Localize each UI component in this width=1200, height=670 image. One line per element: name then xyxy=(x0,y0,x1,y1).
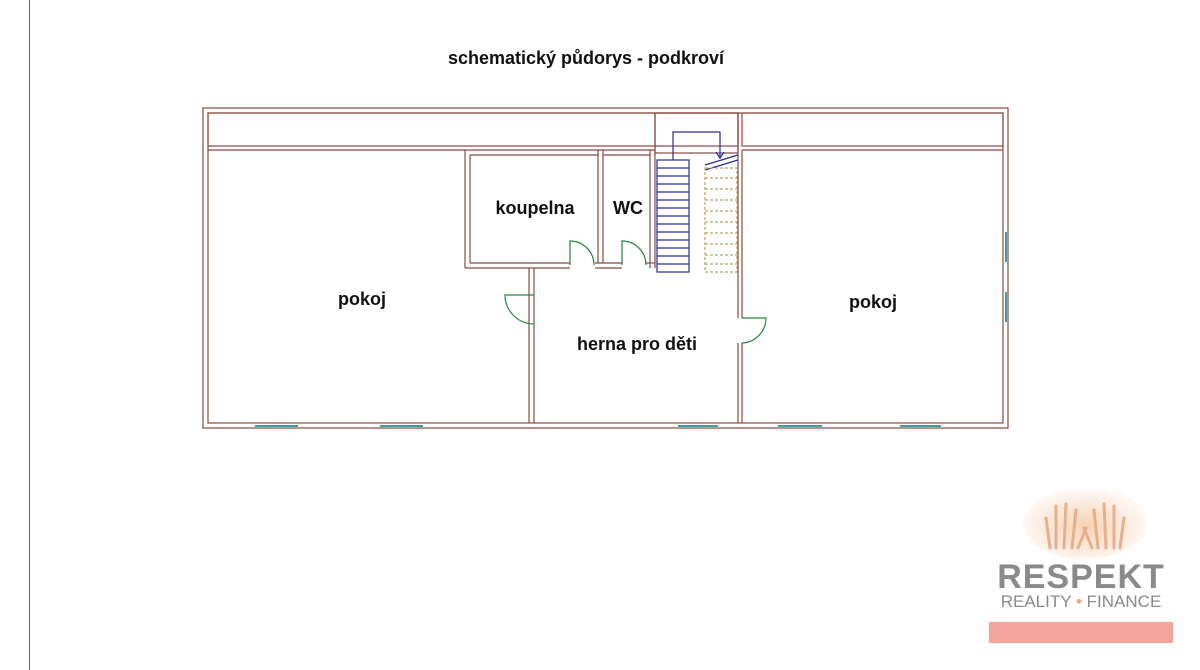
logo-tagline-finance: FINANCE xyxy=(1086,592,1162,611)
doors xyxy=(504,240,767,344)
logo-tagline: REALITY • FINANCE xyxy=(985,592,1177,612)
logo-tagline-reality: REALITY xyxy=(1000,592,1072,611)
logo-tagline-separator: • xyxy=(1075,592,1082,611)
logo-bar xyxy=(989,622,1173,643)
page-margin-line xyxy=(29,0,30,670)
outer-wall-outer xyxy=(202,107,1009,429)
stairs-down xyxy=(704,167,738,273)
room-label-wc: WC xyxy=(613,198,643,218)
hands-icon xyxy=(1023,487,1147,558)
room-label-pokoj-right: pokoj xyxy=(849,292,897,312)
top-strip-left xyxy=(207,112,739,147)
door-right-room xyxy=(741,317,767,344)
plan-title: schematický půdorys - podkroví xyxy=(447,48,725,68)
logo-name: RESPEKT xyxy=(997,558,1165,596)
respekt-logo: RESPEKT REALITY • FINANCE xyxy=(985,478,1177,648)
room-label-koupelna: koupelna xyxy=(495,198,575,218)
room-label-pokoj-left: pokoj xyxy=(338,289,386,309)
door-wc xyxy=(621,240,647,266)
walls xyxy=(202,107,1009,429)
room-label-herna: herna pro děti xyxy=(577,334,697,354)
stair-landing xyxy=(654,112,739,154)
stairs-up xyxy=(656,131,739,273)
stair-direction-arrow xyxy=(672,131,725,160)
top-strip-right xyxy=(741,112,1004,147)
door-bathroom xyxy=(569,240,595,266)
windows xyxy=(255,232,1007,427)
door-left-room xyxy=(504,294,535,325)
